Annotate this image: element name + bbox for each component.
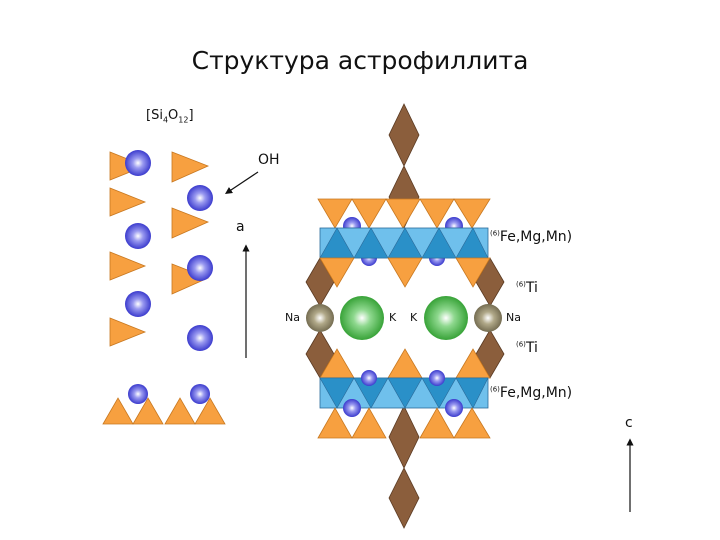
- tetrahedra-left: [109, 151, 210, 347]
- tetrahedra-lower-mid: [319, 348, 491, 379]
- formula-suffix: ]: [188, 108, 194, 123]
- left-structure: [102, 150, 259, 425]
- tetrahedra-row-bottom: [102, 397, 226, 425]
- ti-bottom-coordination: (6): [516, 340, 526, 349]
- ti-top-label: (6)Ti: [516, 280, 538, 296]
- tetrahedra-bottom: [317, 407, 491, 439]
- slide-title: Структура астрофиллита: [191, 46, 529, 75]
- k-right-label: K: [410, 311, 418, 324]
- na-left-label: Na: [285, 311, 300, 324]
- tetrahedra-top: [317, 198, 491, 229]
- fe-layer-top: [319, 227, 489, 259]
- fe-bottom-coordination: (6): [490, 385, 500, 394]
- right-structure: [305, 103, 634, 529]
- ti-octahedra-column: [305, 103, 505, 529]
- ti-top-coordination: (6): [516, 280, 526, 289]
- formula-subscript-1: 4: [162, 115, 169, 125]
- fe-bottom-text: Fe,Mg,Mn): [499, 385, 573, 401]
- oh-label: OH: [258, 152, 280, 168]
- formula-subscript-2: 12: [178, 115, 189, 125]
- formula-oxygen: O: [168, 108, 179, 123]
- ti-bottom-text: Ti: [525, 340, 538, 356]
- ti-bottom-label: (6)Ti: [516, 340, 538, 356]
- fe-top-coordination: (6): [490, 229, 500, 238]
- atoms-left: [125, 150, 213, 404]
- formula-label: [Si4O12]: [146, 108, 194, 125]
- fe-top-label: (6)Fe,Mg,Mn): [490, 229, 572, 245]
- axis-a-label: a: [236, 219, 245, 235]
- atoms-bottom: [343, 370, 463, 417]
- fe-bottom-label: (6)Fe,Mg,Mn): [490, 385, 572, 401]
- k-left-label: K: [389, 311, 397, 324]
- fe-top-text: Fe,Mg,Mn): [499, 229, 573, 245]
- formula-prefix: [Si: [146, 108, 163, 123]
- na-k-layer: [306, 296, 502, 340]
- axis-c-label: c: [625, 415, 633, 431]
- tetrahedra-upper-mid: [319, 257, 491, 288]
- ti-top-text: Ti: [525, 280, 538, 296]
- oh-pointer: [225, 171, 259, 194]
- na-right-label: Na: [506, 311, 521, 324]
